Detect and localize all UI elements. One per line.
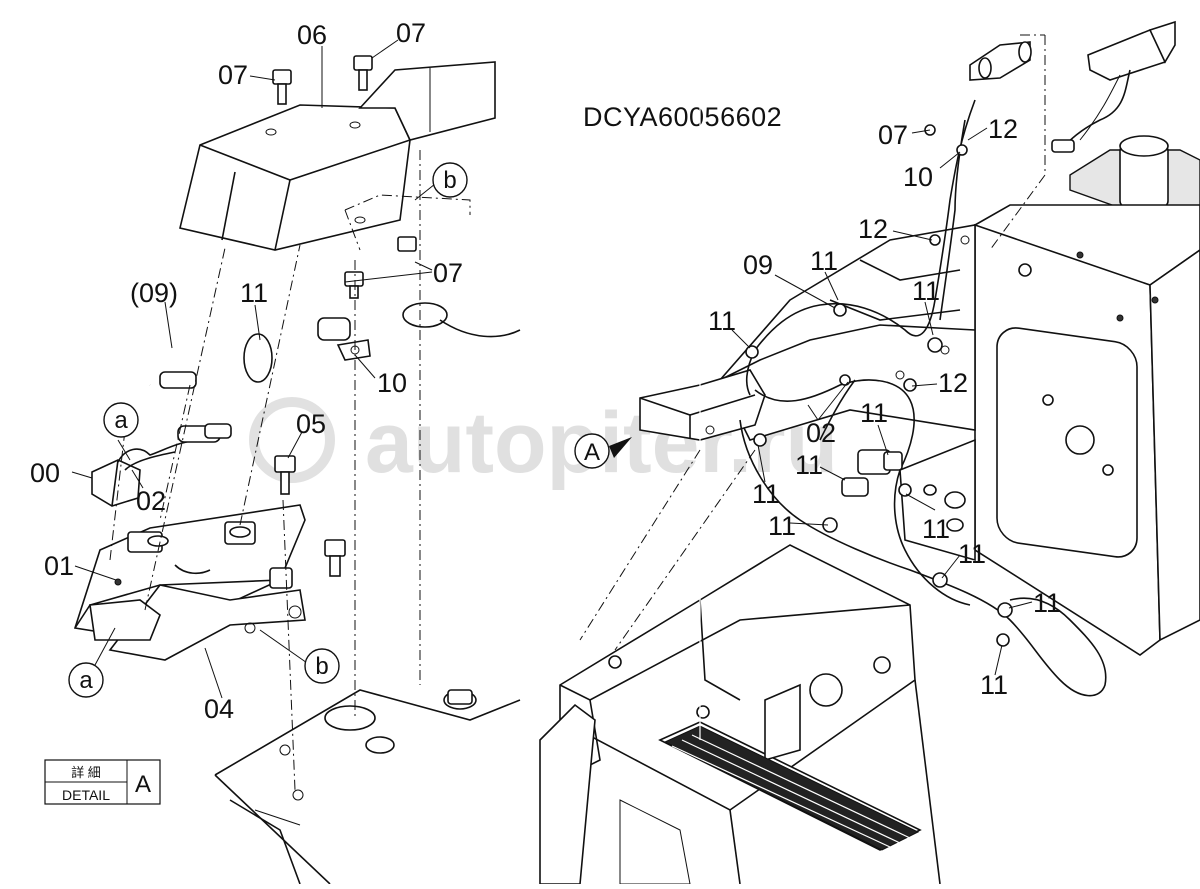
circle-ref-a-bottom: a	[68, 662, 104, 698]
callout-12-low: 12	[938, 368, 968, 398]
frame-lower-left	[214, 689, 521, 885]
detail-en: DETAIL	[62, 787, 110, 803]
callout-06: 06	[297, 20, 327, 50]
callout-11-b: 11	[912, 276, 940, 306]
callout-07-top-right: 07	[396, 18, 426, 48]
callout-07-right: 07	[878, 120, 908, 150]
machine-right-drawing	[539, 0, 1200, 885]
right-labels: 07 12 10 12 09 11 11 11 12 02 11 11 11 1…	[708, 114, 1061, 700]
bolt-07-mid	[344, 236, 417, 299]
bracket-04	[73, 504, 306, 661]
canister	[1069, 135, 1200, 216]
callout-09-paren: (09)	[130, 278, 178, 308]
circle-ref-b-bottom: b	[304, 648, 340, 684]
svg-text:a: a	[79, 667, 93, 694]
right-top-part	[1051, 20, 1176, 153]
callout-11-e: 11	[795, 450, 823, 480]
svg-text:b: b	[315, 653, 328, 680]
top-bracket	[969, 34, 1046, 175]
bolt-side	[324, 539, 346, 577]
callout-01: 01	[44, 551, 74, 581]
callout-11-j: 11	[1033, 588, 1061, 618]
cover-on-machine	[639, 369, 766, 441]
callout-05: 05	[296, 409, 326, 439]
harness-main	[739, 99, 1107, 697]
callout-07-top-left: 07	[218, 60, 248, 90]
callout-11-h: 11	[768, 511, 796, 541]
callout-11-i: 11	[958, 539, 986, 569]
callout-02-right: 02	[806, 418, 836, 448]
detail-a-drawing	[73, 55, 521, 885]
left-leaders	[71, 39, 441, 699]
harness-09	[140, 293, 521, 389]
callout-11-left: 11	[240, 278, 268, 308]
tank-box	[974, 204, 1200, 656]
callout-10-left: 10	[377, 368, 407, 398]
detail-box: 詳 細 DETAIL A	[44, 759, 161, 805]
callout-11-c: 11	[708, 306, 736, 336]
svg-text:b: b	[443, 167, 456, 194]
detail-ref: A	[135, 771, 151, 798]
callout-09-right: 09	[743, 250, 773, 280]
callout-02-left: 02	[136, 486, 166, 516]
callout-07-mid: 07	[433, 258, 463, 288]
circle-ref-b-top: b	[432, 162, 468, 198]
callout-10-right: 10	[903, 162, 933, 192]
callout-11-d: 11	[860, 398, 888, 428]
view-a-letter: A	[584, 439, 600, 466]
callout-11-a: 11	[810, 246, 838, 276]
bolt-05	[274, 455, 296, 495]
left-labels: 06 07 07 07 (09) 11 10 05 00 02 01 04	[30, 18, 463, 724]
detail-jp: 詳 細	[71, 765, 101, 780]
callout-12-mid: 12	[858, 214, 888, 244]
callout-11-g: 11	[922, 514, 950, 544]
drawing-code: DCYA60056602	[583, 102, 782, 132]
callout-12-top: 12	[988, 114, 1018, 144]
circle-ref-a-top: a	[103, 402, 139, 438]
cover-06	[179, 61, 496, 251]
step-grating	[663, 0, 920, 851]
callout-00: 00	[30, 458, 60, 488]
view-a-marker: A	[574, 433, 632, 469]
right-leaders	[731, 127, 1033, 676]
callout-11-k: 11	[980, 670, 1008, 700]
svg-text:a: a	[114, 407, 128, 434]
bolt-07-top-left	[272, 69, 292, 105]
relay-00	[91, 423, 232, 507]
callout-11-f: 11	[752, 479, 780, 509]
callout-04: 04	[204, 694, 234, 724]
bolt-07-top-right	[353, 55, 373, 91]
